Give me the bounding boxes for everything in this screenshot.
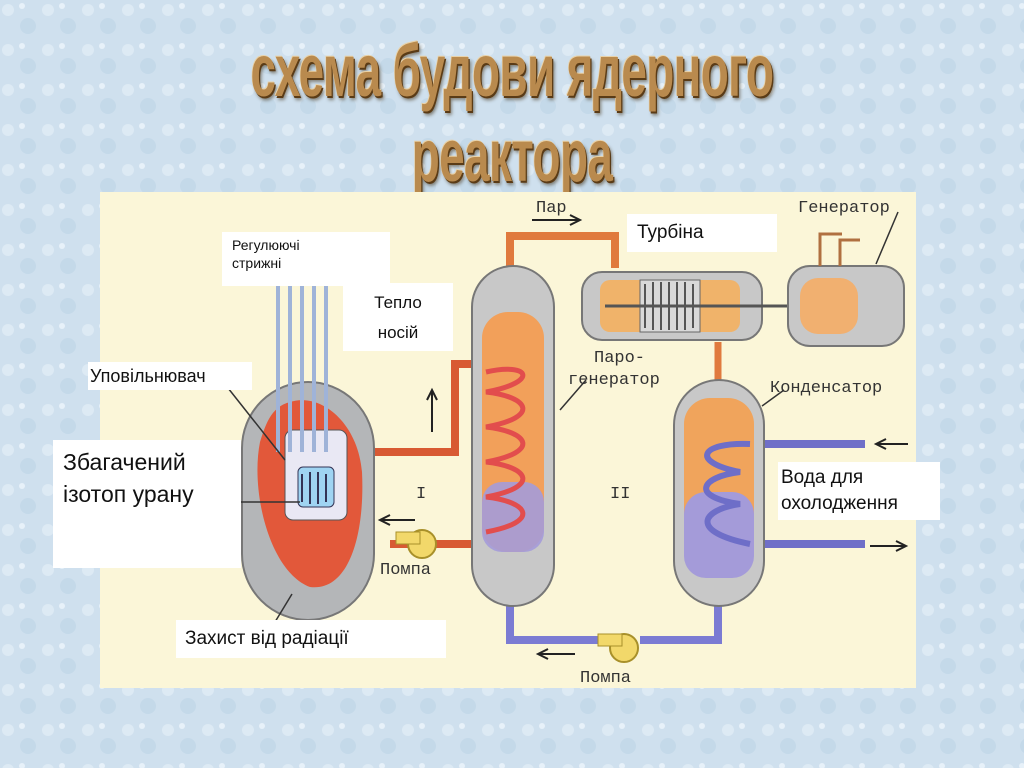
control-rods-label: Регулюючі стрижні: [222, 232, 390, 286]
moderator-pointer: [227, 387, 286, 461]
pump-upper-text: Помпа: [380, 561, 431, 580]
coolant-left-arrow: [377, 514, 415, 526]
steam-generator-text-2: генератор: [568, 371, 660, 390]
steam-generator-text-1: Паро-: [594, 349, 645, 368]
cooling-water-label: Вода для охолодження: [778, 462, 940, 520]
cooling-water-label-line2: охолодження: [781, 493, 898, 514]
steam-generator: [471, 265, 555, 607]
steam-generator-pointer: [559, 379, 587, 411]
steam-pipe: [506, 232, 619, 270]
moderator-label: Уповільнювач: [88, 362, 252, 390]
coolant-label-line1: Тепло: [374, 293, 422, 312]
lower-pump: [597, 633, 639, 663]
pump-lower-text: Помпа: [580, 669, 631, 688]
reactor-vessel: [241, 381, 375, 621]
feedwater-arrow: [535, 648, 575, 660]
steam-text: Пар: [536, 199, 567, 218]
coolant-label-line2: носій: [377, 323, 419, 342]
enriched-uranium-label: Збагачений ізотоп урану: [53, 440, 241, 568]
shield-pointer: [274, 593, 293, 623]
turbine-label: Турбіна: [627, 214, 777, 252]
condenser-pointer: [761, 389, 785, 407]
steam-arrow: [532, 214, 583, 226]
cooling-out-arrow: [870, 540, 909, 552]
cooling-in-arrow: [873, 438, 908, 450]
circuit-1-text: I: [416, 485, 426, 504]
reactor-diagram: Пар Генератор Паро- генератор Конденсато…: [227, 199, 909, 688]
generator-text: Генератор: [798, 199, 890, 218]
slide-title: схема будови ядерного реактора: [250, 29, 775, 197]
secondary-loop-pipes: [506, 596, 722, 644]
control-rods: [276, 278, 328, 452]
cooling-water-pipes: [760, 440, 865, 548]
radiation-shield-label: Захист від радіації: [176, 620, 446, 658]
turbine: [581, 271, 788, 341]
condenser: [673, 379, 765, 607]
condenser-text: Конденсатор: [770, 379, 882, 398]
circuit-2-text: II: [610, 485, 630, 504]
cooling-water-label-line1: Вода для: [781, 467, 864, 488]
coolant-label: Тепло носій: [343, 283, 453, 351]
coolant-up-arrow: [426, 387, 438, 432]
upper-pump: [395, 529, 437, 559]
generator: [787, 211, 905, 347]
